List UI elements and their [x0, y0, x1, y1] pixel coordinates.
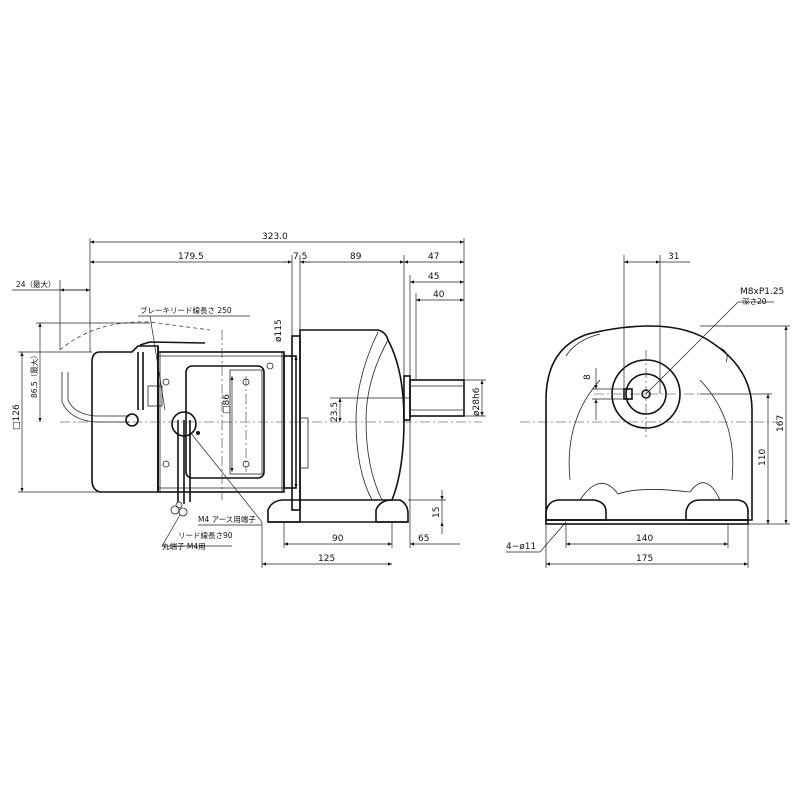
center-height-label: 110: [758, 449, 768, 466]
foot-90-label: 90: [332, 534, 344, 544]
gearbox-length-label: 89: [350, 252, 362, 262]
ring-terminal-note: 丸端子 M4用: [162, 541, 206, 551]
motor-rear-cover: [91, 345, 159, 493]
holes-label: 4−ø11: [506, 542, 536, 552]
key-offset-label: 31: [668, 252, 679, 262]
shaft-40-label: 40: [433, 290, 445, 300]
gearbox-housing: [299, 329, 405, 501]
brake-lead-bend-inner: [67, 372, 130, 417]
brake-lead-wire: [139, 341, 206, 346]
front-dimensions: 31 M8xP1.25 深さ20 8 167 110 140 175: [506, 252, 790, 568]
brake-height-label: 86.5（最大）: [29, 351, 39, 398]
key-height-label: 8: [583, 374, 593, 380]
foot-height-label: 15: [432, 507, 442, 518]
shaft-length-label: 47: [428, 252, 439, 262]
terminal-box-label: □86: [222, 394, 232, 414]
brake-lead-clamp: [125, 413, 139, 427]
side-view: [59, 321, 482, 523]
foot-125-label: 125: [318, 554, 335, 564]
shaft-45-label: 45: [428, 272, 439, 282]
tap-depth-label: 深さ20: [742, 297, 767, 306]
shaft-offset-label: 23.5: [330, 402, 340, 422]
overall-length-label: 323.0: [262, 232, 288, 242]
front-left-foot: [545, 499, 607, 521]
ring-terminal: [170, 505, 180, 515]
brake-protrusion-label: 24（最大）: [16, 279, 56, 289]
gearbox-front-outline: [545, 325, 753, 521]
rear-foot: [375, 499, 409, 523]
motor-length-label: 179.5: [178, 252, 204, 262]
tap-size-label: M8xP1.25: [740, 287, 784, 297]
front-foot: [267, 499, 301, 523]
earth-terminal-note: M4 アース用端子: [198, 514, 256, 524]
flange-dia-label: ø115: [274, 319, 284, 342]
brake-lead-note: ブレーキリード線長さ 250: [140, 305, 232, 315]
brake-lead-bend: [61, 372, 130, 423]
overall-height-label: 167: [776, 415, 786, 432]
base-width-label: 175: [636, 554, 653, 564]
lead-wires: [177, 420, 191, 504]
foot-65-label: 65: [418, 534, 429, 544]
front-view: [520, 325, 780, 525]
side-dimensions: 323.0 179.5 7.5 89 47 45 40 24（最大） 86.5（…: [12, 232, 486, 568]
motor-square-label: □126: [12, 404, 22, 430]
hole-pitch-label: 140: [636, 534, 653, 544]
brake-cover-outline: [59, 321, 211, 351]
front-right-foot: [685, 499, 749, 521]
output-shaft: [409, 379, 465, 417]
gap-label: 7.5: [293, 252, 307, 262]
shaft-dia-label: ø28h6: [472, 387, 482, 416]
lead-length-note: リード線長さ90: [178, 530, 233, 540]
